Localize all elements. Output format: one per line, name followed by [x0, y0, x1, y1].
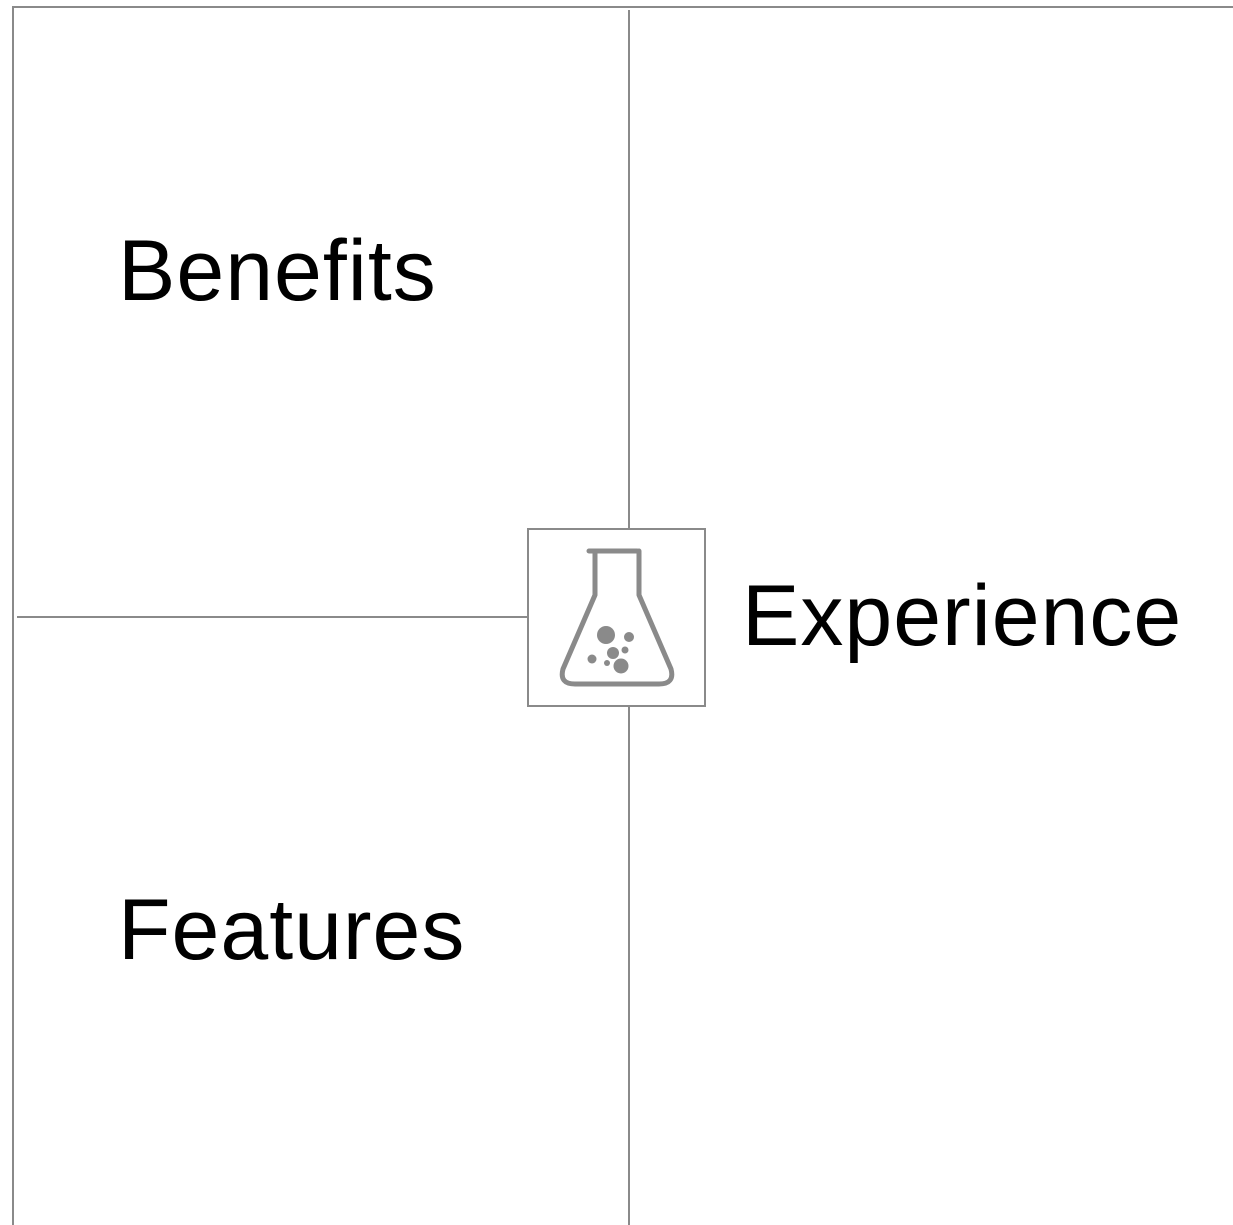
horizontal-divider — [17, 616, 528, 618]
experience-label: Experience — [742, 568, 1183, 664]
frame-left-border — [12, 6, 14, 1225]
benefits-label: Benefits — [118, 223, 437, 319]
features-label: Features — [118, 882, 466, 978]
flask-icon — [559, 548, 674, 686]
vertical-divider-lower — [628, 705, 630, 1225]
vertical-divider-upper — [628, 10, 630, 529]
center-icon-box — [527, 528, 706, 707]
frame-top-border — [12, 6, 1233, 8]
